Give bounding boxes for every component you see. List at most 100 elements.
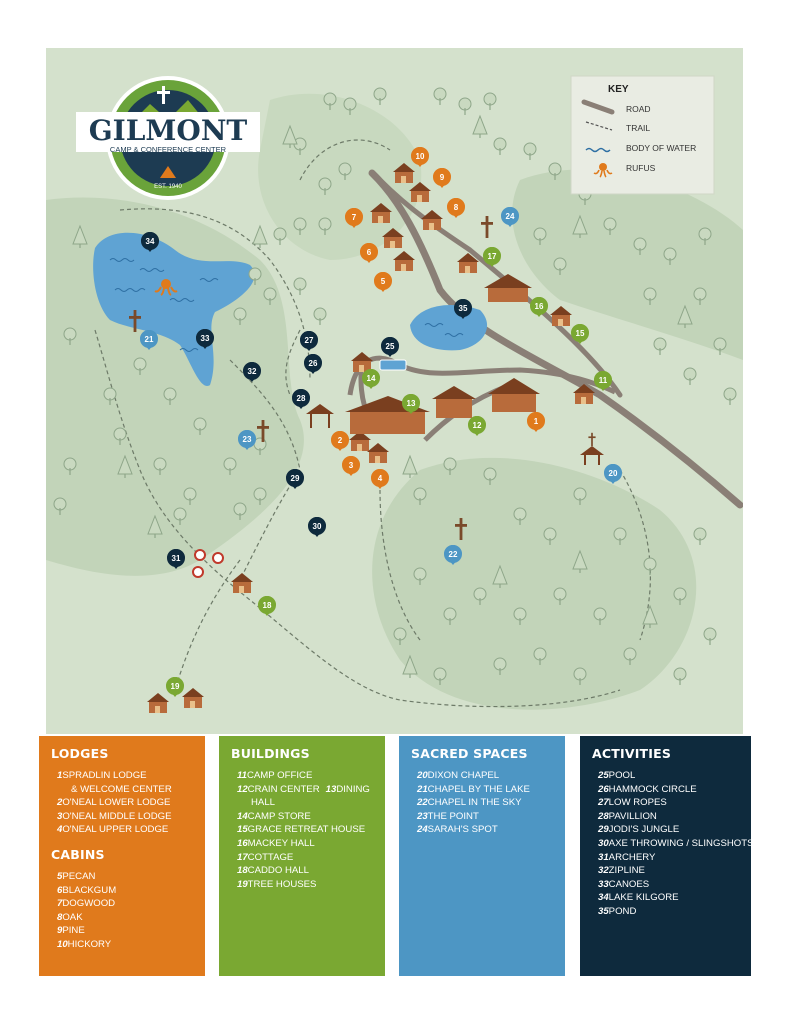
legend-item-label: DINING xyxy=(336,783,370,795)
legend-item: 21CHAPEL BY THE LAKE xyxy=(417,783,555,797)
map-marker-6[interactable]: 6 xyxy=(360,243,378,263)
legend-item: 19TREE HOUSES xyxy=(237,878,375,892)
legend-activities-title: ACTIVITIES xyxy=(592,746,672,761)
legend-item-label: HAMMOCK CIRCLE xyxy=(608,783,697,795)
map-marker-33[interactable]: 33 xyxy=(196,329,214,349)
marker-circle xyxy=(286,469,304,487)
map-marker-16[interactable]: 16 xyxy=(530,297,548,317)
crain-center xyxy=(432,386,476,418)
legend-item-label: COTTAGE xyxy=(247,851,294,863)
map-marker-25[interactable]: 25 xyxy=(381,337,399,357)
map-marker-14[interactable]: 14 xyxy=(362,369,380,389)
map-marker-2[interactable]: 2 xyxy=(331,431,349,451)
lake-kilgore xyxy=(93,232,255,386)
map-marker-20[interactable]: 20 xyxy=(604,464,622,484)
map-marker-4[interactable]: 4 xyxy=(371,469,389,489)
logo-est: EST. 1940 xyxy=(154,184,182,190)
legend-item-label: POND xyxy=(608,905,637,917)
marker-circle xyxy=(444,545,462,563)
logo-name: GILMONT xyxy=(89,114,248,147)
marker-circle xyxy=(292,389,310,407)
legend-item-number: 4 xyxy=(57,824,63,836)
mackey-hall xyxy=(484,274,532,302)
marker-circle xyxy=(141,232,159,250)
map-marker-18[interactable]: 18 xyxy=(258,596,276,616)
marker-number: 7 xyxy=(352,213,357,222)
marker-circle xyxy=(300,331,318,349)
marker-circle xyxy=(371,469,389,487)
archery-targets xyxy=(192,549,224,578)
legend-item: 5PECAN xyxy=(57,870,195,884)
location-markers: 1234567891011121314151617181920212223242… xyxy=(140,147,622,697)
marker-number: 30 xyxy=(313,522,322,531)
legend-item: 28PAVILLION xyxy=(598,810,741,824)
legend-item-number: 34 xyxy=(598,892,609,904)
map-marker-8[interactable]: 8 xyxy=(447,198,465,218)
legend-item-label: CAMP STORE xyxy=(247,810,311,822)
map-marker-17[interactable]: 17 xyxy=(483,247,501,267)
legend-item: 3O'NEAL MIDDLE LODGE xyxy=(57,810,195,824)
marker-number: 35 xyxy=(459,304,468,313)
map-marker-29[interactable]: 29 xyxy=(286,469,304,489)
marker-circle xyxy=(530,297,548,315)
map-marker-23[interactable]: 23 xyxy=(238,430,256,450)
map-marker-32[interactable]: 32 xyxy=(243,362,261,382)
map-marker-11[interactable]: 11 xyxy=(594,371,612,391)
map-marker-27[interactable]: 27 xyxy=(300,331,318,351)
map-marker-13[interactable]: 13 xyxy=(402,394,420,414)
map-marker-15[interactable]: 15 xyxy=(571,323,589,344)
map-marker-22[interactable]: 22 xyxy=(444,545,462,565)
marker-circle xyxy=(501,207,519,225)
map-marker-28[interactable]: 28 xyxy=(292,389,310,409)
pavillion xyxy=(306,404,334,428)
marker-number: 24 xyxy=(506,212,515,221)
legend-item-label: O'NEAL UPPER LODGE xyxy=(62,824,169,836)
map-marker-12[interactable]: 12 xyxy=(468,416,486,436)
map-marker-9[interactable]: 9 xyxy=(433,168,451,188)
key-trail-label: TRAIL xyxy=(626,123,650,133)
map-marker-24[interactable]: 24 xyxy=(501,207,519,227)
camp-map: GILMONT CAMP & CONFERENCE CENTER EST. 19… xyxy=(46,48,743,734)
trail-icon xyxy=(585,121,613,131)
map-marker-34[interactable]: 34 xyxy=(140,231,160,252)
legend-item-number: 28 xyxy=(598,810,609,822)
map-marker-35[interactable]: 35 xyxy=(454,299,472,319)
map-marker-26[interactable]: 26 xyxy=(304,354,322,374)
marker-circle xyxy=(258,596,276,614)
map-marker-3[interactable]: 3 xyxy=(342,456,360,476)
legend-item: 29JODI'S JUNGLE xyxy=(598,823,741,837)
legend-item-label: DIXON CHAPEL xyxy=(427,770,500,781)
marker-number: 33 xyxy=(201,334,210,343)
map-marker-19[interactable]: 19 xyxy=(166,677,184,697)
key-water-label: BODY OF WATER xyxy=(626,143,696,153)
legend-item-number: 1 xyxy=(57,770,63,781)
legend-item-label: & WELCOME CENTER xyxy=(71,783,172,795)
map-marker-5[interactable]: 5 xyxy=(374,272,392,292)
marker-number: 19 xyxy=(171,682,180,691)
map-marker-10[interactable]: 10 xyxy=(411,147,429,167)
map-marker-7[interactable]: 7 xyxy=(345,208,363,228)
map-marker-30[interactable]: 30 xyxy=(308,517,326,537)
marker-circle xyxy=(402,394,420,412)
legend-item: 27LOW ROPES xyxy=(598,796,741,810)
legend-buildings-title: BUILDINGS xyxy=(231,746,310,761)
legend-item: 34LAKE KILGORE xyxy=(598,891,741,905)
marker-circle xyxy=(140,330,158,348)
marker-number: 8 xyxy=(454,203,459,212)
legend-item: 23THE POINT xyxy=(417,810,555,824)
legend-item-label: O'NEAL MIDDLE LODGE xyxy=(62,810,172,822)
marker-circle xyxy=(604,464,622,482)
legend-item-label: MACKEY HALL xyxy=(247,837,315,849)
marker-circle xyxy=(166,677,184,695)
map-marker-31[interactable]: 31 xyxy=(167,549,185,569)
marker-circle xyxy=(594,371,612,389)
legend-item: 4O'NEAL UPPER LODGE xyxy=(57,823,195,837)
marker-number: 12 xyxy=(473,421,482,430)
marker-circle xyxy=(381,337,399,355)
spradlin-lodge xyxy=(488,378,540,412)
map-marker-1[interactable]: 1 xyxy=(527,412,545,432)
marker-circle xyxy=(345,208,363,226)
legend-item: 1SPRADLIN LODGE xyxy=(57,769,195,783)
legend-item-number: 22 xyxy=(417,797,428,809)
map-marker-21[interactable]: 21 xyxy=(140,330,158,350)
